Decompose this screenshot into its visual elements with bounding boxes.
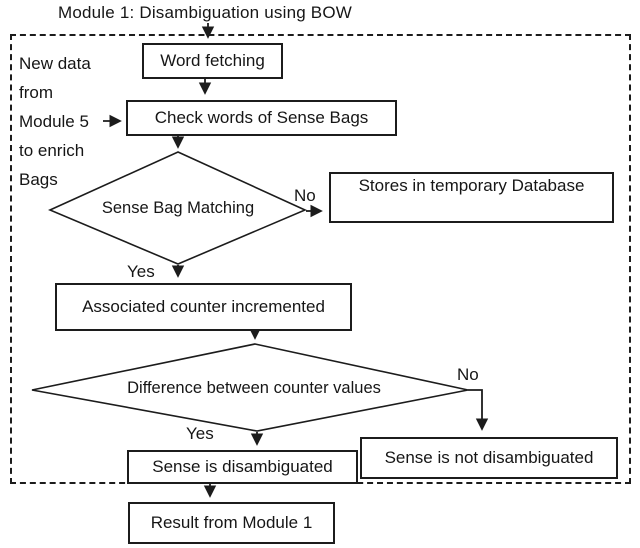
annotation-line: to enrich <box>19 141 85 160</box>
node-stores-in-temporary-database: Stores in temporary Database <box>329 172 614 223</box>
node-associated-counter-incremented: Associated counter incremented <box>55 283 352 331</box>
annotation-new-data-from-module5: New data from Module 5 to enrich Bags <box>19 49 91 194</box>
annotation-line: from <box>19 83 53 102</box>
node-word-fetching: Word fetching <box>142 43 283 79</box>
branch-label-matching-yes: Yes <box>127 262 155 281</box>
node-sense-is-not-disambiguated: Sense is not disambiguated <box>360 437 618 479</box>
diagram-title: Module 1: Disambiguation using BOW <box>57 3 353 22</box>
branch-label-matching-no: No <box>294 186 316 205</box>
node-sense-is-disambiguated: Sense is disambiguated <box>127 450 358 484</box>
decision-sense-bag-matching-label: Sense Bag Matching <box>101 199 255 217</box>
branch-label-difference-no: No <box>457 365 479 384</box>
node-check-words-of-sense-bags: Check words of Sense Bags <box>126 100 397 136</box>
node-result-from-module-1: Result from Module 1 <box>128 502 335 544</box>
annotation-line: Bags <box>19 170 58 189</box>
annotation-line: New data <box>19 54 91 73</box>
decision-difference-counters-label: Difference between counter values <box>127 379 381 397</box>
branch-label-difference-yes: Yes <box>186 424 214 443</box>
annotation-line: Module 5 <box>19 112 89 131</box>
